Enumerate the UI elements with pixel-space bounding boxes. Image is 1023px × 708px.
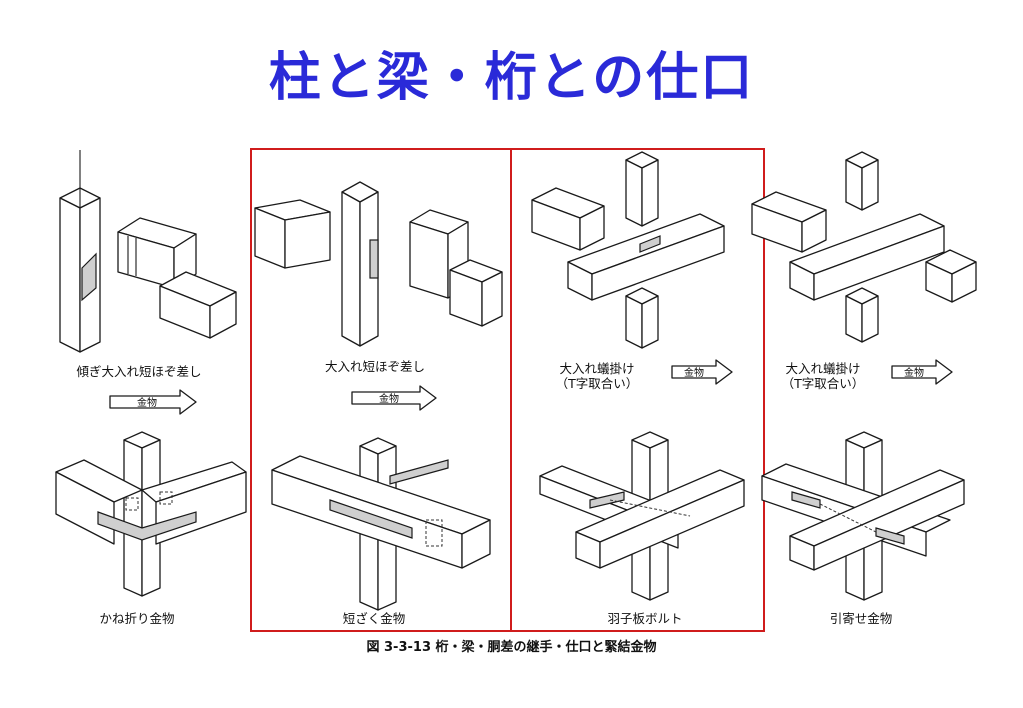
label-joint-1-bottom: かね折り金物 [99, 611, 175, 626]
label-joint-2-top: 大入れ短ほぞ差し [324, 359, 425, 374]
joint-illustration-3-bottom [539, 431, 745, 601]
label-joint-4-top-line1: 大入れ蟻掛け [785, 361, 861, 376]
joint-illustration-4-top [751, 151, 977, 343]
label-joint-3-top-line2: （T字取合い） [555, 376, 639, 391]
arrow-icon-4 [891, 359, 953, 385]
joint-illustration-3-top [531, 151, 725, 349]
joint-illustration-2-top [254, 181, 503, 347]
joint-illustration-2-bottom [271, 437, 491, 611]
arrow-icon-3 [671, 359, 733, 385]
arrow-label-2: 金物 [379, 394, 399, 405]
joint-illustration-1-bottom [55, 431, 247, 597]
figure-caption: 図 3-3-13 桁・梁・胴差の継手・仕口と緊結金物 [366, 640, 657, 655]
label-joint-3-bottom: 羽子板ボルト [607, 611, 683, 626]
joint-illustration-4-bottom [761, 431, 965, 601]
label-joint-4-top-line2: （T字取合い） [781, 376, 865, 391]
label-joint-1-top: 傾ぎ大入れ短ほぞ差し [76, 364, 202, 379]
arrow-label-3: 金物 [684, 368, 704, 379]
arrow-label-4: 金物 [904, 368, 924, 379]
highlight-frame-right [510, 148, 765, 632]
label-joint-4-bottom: 引寄せ金物 [829, 611, 893, 626]
label-joint-2-bottom: 短ざく金物 [342, 611, 406, 626]
arrow-icon-2 [351, 385, 437, 411]
arrow-label-1: 金物 [137, 398, 157, 409]
joint-illustration-1-top [59, 150, 237, 353]
arrow-icon-1 [109, 389, 197, 415]
slide-title: 柱と梁・桁との仕口 [268, 48, 755, 108]
label-joint-3-top-line1: 大入れ蟻掛け [559, 361, 635, 376]
